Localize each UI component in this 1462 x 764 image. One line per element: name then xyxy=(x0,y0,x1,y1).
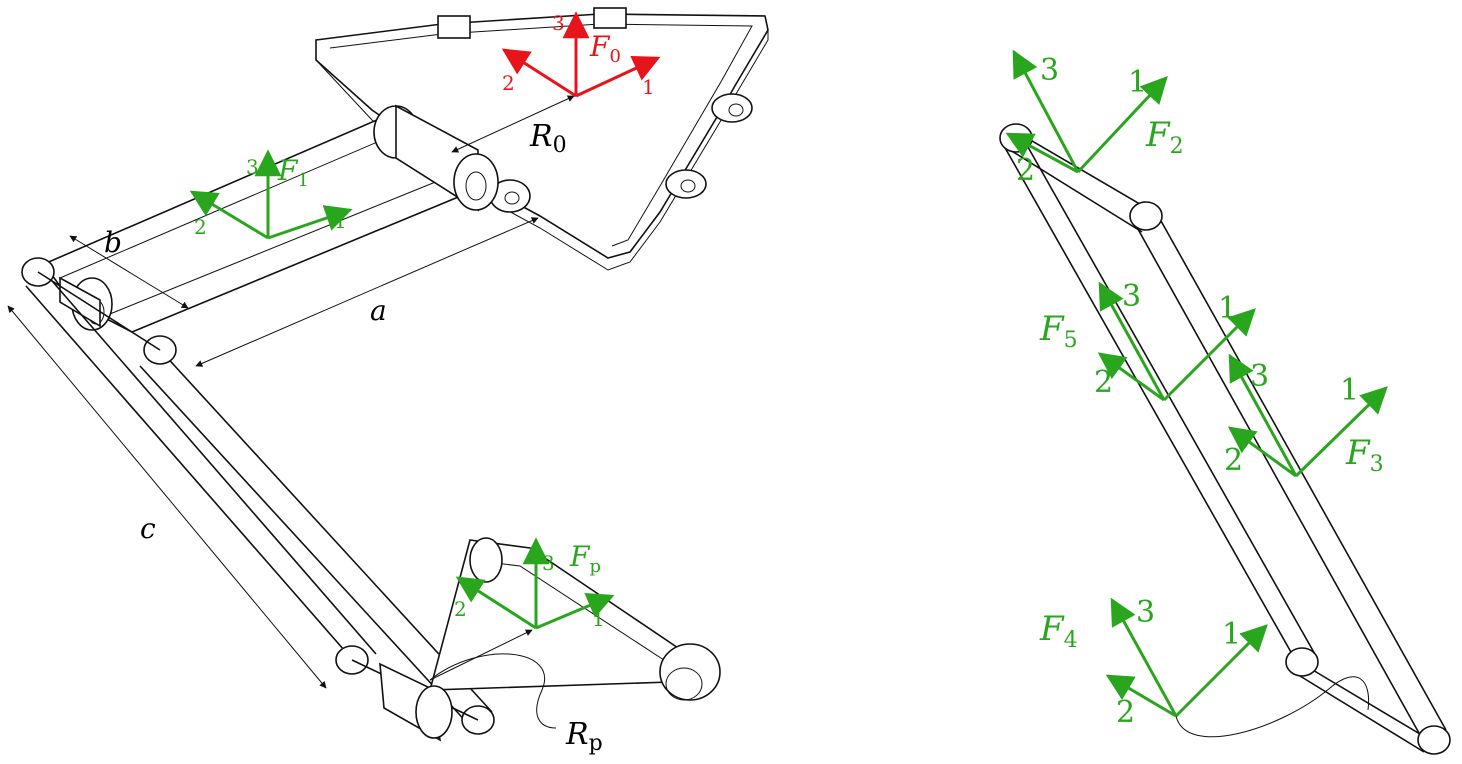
upper-arm xyxy=(42,104,499,333)
frame-fp-label: Fp xyxy=(569,540,601,577)
frame-f3: 1 2 3 F3 xyxy=(1224,353,1388,478)
frame-f2-label: F2 xyxy=(1145,115,1184,159)
svg-text:1: 1 xyxy=(1218,291,1237,326)
frame-f1: 1 2 3 F1 xyxy=(189,149,353,240)
svg-text:3: 3 xyxy=(246,155,259,179)
svg-text:1: 1 xyxy=(642,75,655,99)
dim-b-label: b xyxy=(104,226,122,259)
svg-text:1: 1 xyxy=(334,209,347,233)
frame-f3-label: F3 xyxy=(1345,433,1384,477)
svg-text:1: 1 xyxy=(1222,617,1241,652)
frame-f2: 1 2 3 F2 xyxy=(1005,49,1184,188)
svg-text:1: 1 xyxy=(592,607,605,631)
svg-text:3: 3 xyxy=(1122,279,1141,314)
svg-text:3: 3 xyxy=(1136,595,1155,630)
dimension-r0-line xyxy=(451,95,575,153)
dim-rp-label: Rp xyxy=(565,717,603,756)
frame-f0: 1 2 3 F0 xyxy=(501,11,661,99)
svg-text:2: 2 xyxy=(502,71,515,95)
svg-text:2: 2 xyxy=(1116,695,1135,730)
dim-r0-label: R0 xyxy=(529,119,567,158)
svg-text:1: 1 xyxy=(1128,65,1147,100)
svg-text:3: 3 xyxy=(542,551,555,575)
rp-leader xyxy=(429,653,557,729)
parallelogram-right xyxy=(999,123,1451,755)
frame-f5: 1 2 3 F5 xyxy=(1039,279,1256,402)
dimension-b-line xyxy=(69,235,189,309)
frame-f5-label: F5 xyxy=(1039,309,1078,353)
frame-f1-label: F1 xyxy=(277,154,309,191)
svg-text:2: 2 xyxy=(1224,443,1243,478)
svg-text:2: 2 xyxy=(454,597,467,621)
frame-f4-label: F4 xyxy=(1039,609,1078,653)
svg-text:2: 2 xyxy=(194,215,207,239)
svg-text:1: 1 xyxy=(1340,373,1359,408)
dimension-rp-line xyxy=(429,629,533,681)
dimension-c-line xyxy=(7,305,327,689)
frame-fp: 1 2 3 Fp xyxy=(454,537,615,631)
frame-f0-label: F0 xyxy=(589,30,621,67)
svg-text:3: 3 xyxy=(1040,53,1059,88)
end-effector xyxy=(379,537,721,742)
frame-f4: 1 2 3 F4 xyxy=(1039,595,1268,730)
svg-text:2: 2 xyxy=(1094,365,1113,400)
dim-c-label: c xyxy=(140,512,156,545)
svg-text:2: 2 xyxy=(1016,153,1035,188)
svg-text:3: 3 xyxy=(552,11,565,35)
svg-text:3: 3 xyxy=(1250,359,1269,394)
dim-a-label: a xyxy=(370,294,387,327)
